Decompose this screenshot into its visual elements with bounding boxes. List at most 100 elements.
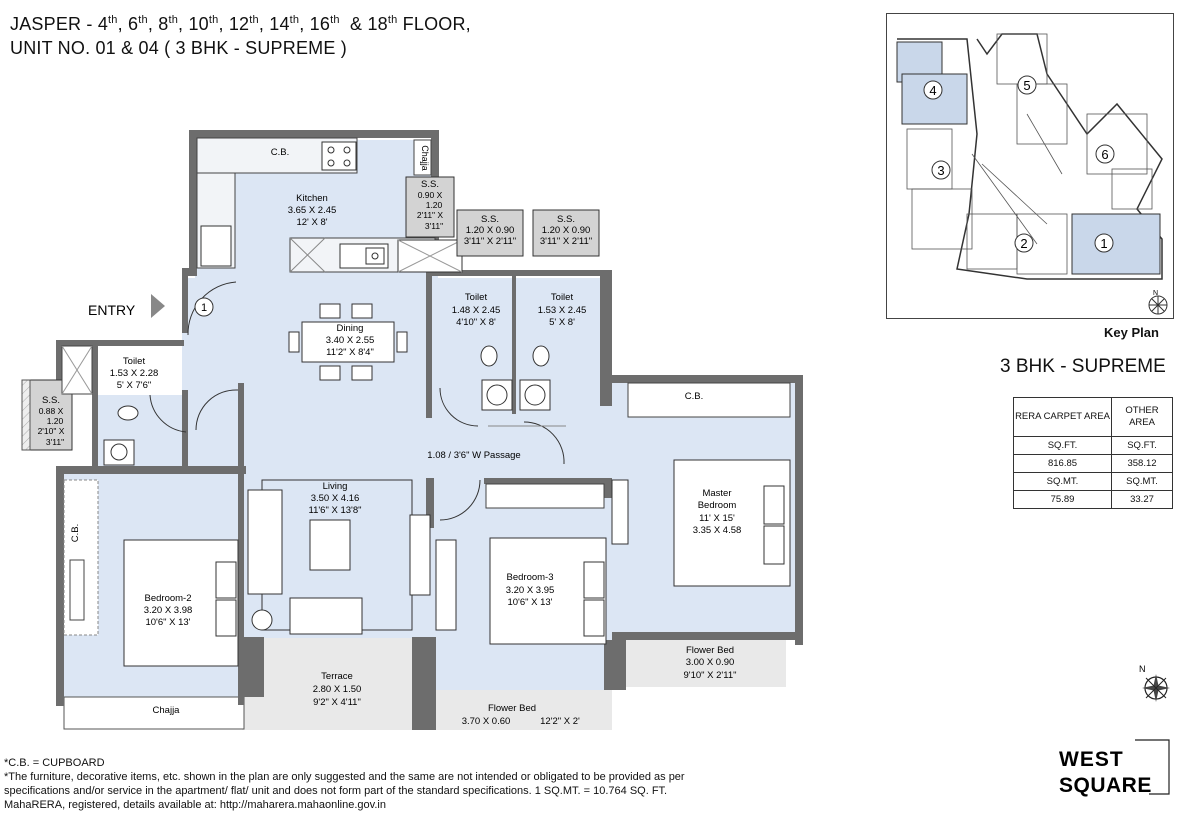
keyplan-unit-6 xyxy=(1095,144,1115,164)
ss-kitchen-l3: 2'11" X xyxy=(417,210,444,220)
toilet-mid1-name: Toilet xyxy=(465,292,488,303)
toilet-left-imperial: 5' X 7'6" xyxy=(117,380,151,391)
table-row: SQ.FT.SQ.FT. xyxy=(1013,436,1173,455)
cb-left-label: C.B. xyxy=(70,524,81,542)
north-compass-icon: N xyxy=(1139,664,1170,702)
floor-8: 8th, xyxy=(158,14,189,34)
keyplan-unit-2 xyxy=(1014,233,1034,253)
floor-18: 18th xyxy=(367,14,398,34)
toilet-mid2-name: Toilet xyxy=(551,292,574,303)
title-line-2: UNIT NO. 01 & 04 ( 3 BHK - SUPREME ) xyxy=(10,38,347,58)
svg-text:5: 5 xyxy=(1023,78,1030,93)
toilet-mid-fixtures xyxy=(480,345,551,411)
toilet-mid2-metric: 1.53 X 2.45 xyxy=(538,305,587,316)
ss-left-l4: 3'11" xyxy=(46,437,64,447)
bed-2 xyxy=(123,539,239,667)
toilet-left-fixtures xyxy=(103,405,139,466)
dining-metric: 3.40 X 2.55 xyxy=(326,335,375,346)
keyplan-unit-1 xyxy=(1094,233,1114,253)
plan-title: JASPER - 4th, 6th, 8th, 10th, 12th, 14th… xyxy=(10,12,471,60)
flowerbed-right-imperial: 9'10" X 2'11" xyxy=(684,670,737,681)
floor-4: 4th, xyxy=(97,14,129,34)
bedroom2-name: Bedroom-2 xyxy=(145,593,192,604)
logo-line-2: SQUARE xyxy=(1059,774,1152,797)
terrace-imperial: 9'2" X 4'11" xyxy=(313,697,361,708)
toilet-left-name: Toilet xyxy=(123,356,146,367)
room-labels: C.B. Kitchen 3.65 X 2.45 12' X 8' S.S. 0… xyxy=(38,147,742,727)
chajja-side xyxy=(413,139,432,176)
flowerbed-right-floor xyxy=(626,640,786,687)
ss-left-l1: 0.88 X xyxy=(39,406,64,416)
bedroom3-name: Bedroom-3 xyxy=(507,572,554,583)
bedroom3-metric: 3.20 X 3.95 xyxy=(506,585,555,596)
toilet-mid1-imperial: 4'10" X 8' xyxy=(456,317,496,328)
bedroom3-imperial: 10'6" X 13' xyxy=(507,597,552,608)
keyplan-compass-icon: N xyxy=(1148,290,1168,315)
svg-text:N: N xyxy=(1139,664,1146,674)
flowerbed-right-metric: 3.00 X 0.90 xyxy=(686,657,735,668)
footer-maharera: MahaRERA, registered, details available … xyxy=(4,799,386,811)
floor-list: 4th, 6th, 8th, 10th, 12th, 14th, 16th & … xyxy=(98,14,403,34)
ss-mid2-name: S.S. xyxy=(557,214,575,225)
toilet-left-metric: 1.53 X 2.28 xyxy=(110,368,159,379)
svg-text:3: 3 xyxy=(937,163,944,178)
chajja-bottom-label: Chajja xyxy=(153,705,181,716)
dining-name: Dining xyxy=(337,323,364,334)
ss-mid1-name: S.S. xyxy=(481,214,499,225)
fridge-icon xyxy=(200,225,232,267)
dining-imperial: 11'2" X 8'4" xyxy=(326,347,374,358)
svg-text:6: 6 xyxy=(1101,147,1108,162)
bedroom2-metric: 3.20 X 3.98 xyxy=(144,605,193,616)
kitchen-imperial: 12' X 8' xyxy=(296,217,327,228)
wardrobe-bedroom3 xyxy=(435,539,457,631)
svg-text:N: N xyxy=(1153,290,1158,297)
footer-notes: *C.B. = CUPBOARD *The furniture, decorat… xyxy=(4,756,804,812)
terrace-metric: 2.80 X 1.50 xyxy=(313,684,362,695)
living-imperial: 11'6" X 13'8" xyxy=(309,505,362,516)
ss-left-l3: 2'10" X xyxy=(38,426,65,436)
bed-3 xyxy=(489,537,607,645)
ss-kitchen-l2: 1.20 xyxy=(426,200,443,210)
unit-type: 3 BHK - SUPREME xyxy=(1000,356,1166,377)
ss-kitchen-l1: 0.90 X xyxy=(418,190,443,200)
footer-disclaimer-1: *The furniture, decorative items, etc. s… xyxy=(4,771,685,783)
doors xyxy=(149,281,565,521)
master-metric: 3.35 X 4.58 xyxy=(693,525,742,536)
svg-text:2: 2 xyxy=(1020,236,1027,251)
entry-number-circle xyxy=(194,297,214,317)
walls xyxy=(56,130,803,730)
title-line-1: JASPER - 4th, 6th, 8th, 10th, 12th, 14th… xyxy=(10,12,471,36)
floor-6: 6th, xyxy=(128,14,159,34)
ss-kitchen xyxy=(405,176,455,238)
flowerbed-bottom-floor xyxy=(426,690,612,730)
keyplan-unit-4 xyxy=(923,80,943,100)
chajja-bottom xyxy=(63,696,245,730)
cb-top-label: C.B. xyxy=(271,147,289,158)
flowerbed-bottom-name: Flower Bed xyxy=(488,703,536,714)
west-square-logo: WEST SQUARE xyxy=(1059,739,1170,797)
keyplan-unit-3 xyxy=(931,160,951,180)
floor-plan: Chajja xyxy=(21,130,803,730)
floor-10: 10th, xyxy=(188,14,229,34)
footer-disclaimer-2: specifications and/or service in the apa… xyxy=(4,785,668,797)
hob-icon xyxy=(321,141,357,171)
svg-text:4: 4 xyxy=(929,83,936,98)
master-imperial: 11' X 15' xyxy=(699,513,735,524)
chajja-side-label: Chajja xyxy=(420,145,430,171)
terrace-floor xyxy=(242,638,412,730)
kitchen-name: Kitchen xyxy=(296,193,328,204)
wardrobe-master xyxy=(611,479,629,545)
ss-kitchen-name: S.S. xyxy=(421,179,439,190)
cupboard-bedroom3 xyxy=(485,483,605,509)
cupboard-right xyxy=(627,382,791,418)
svg-text:1: 1 xyxy=(1100,236,1107,251)
toilet-mid1-metric: 1.48 X 2.45 xyxy=(452,305,501,316)
ss-kitchen-l4: 3'11" xyxy=(425,221,443,231)
area-table-header: RERA CARPET AREA OTHER AREA xyxy=(1013,397,1173,437)
cb-right-label: C.B. xyxy=(685,391,703,402)
master-bed xyxy=(673,459,791,587)
building-name: JASPER - xyxy=(10,14,98,34)
ss-left-l2: 1.20 xyxy=(47,416,64,426)
area-table: RERA CARPET AREA OTHER AREA SQ.FT.SQ.FT.… xyxy=(1013,397,1173,509)
